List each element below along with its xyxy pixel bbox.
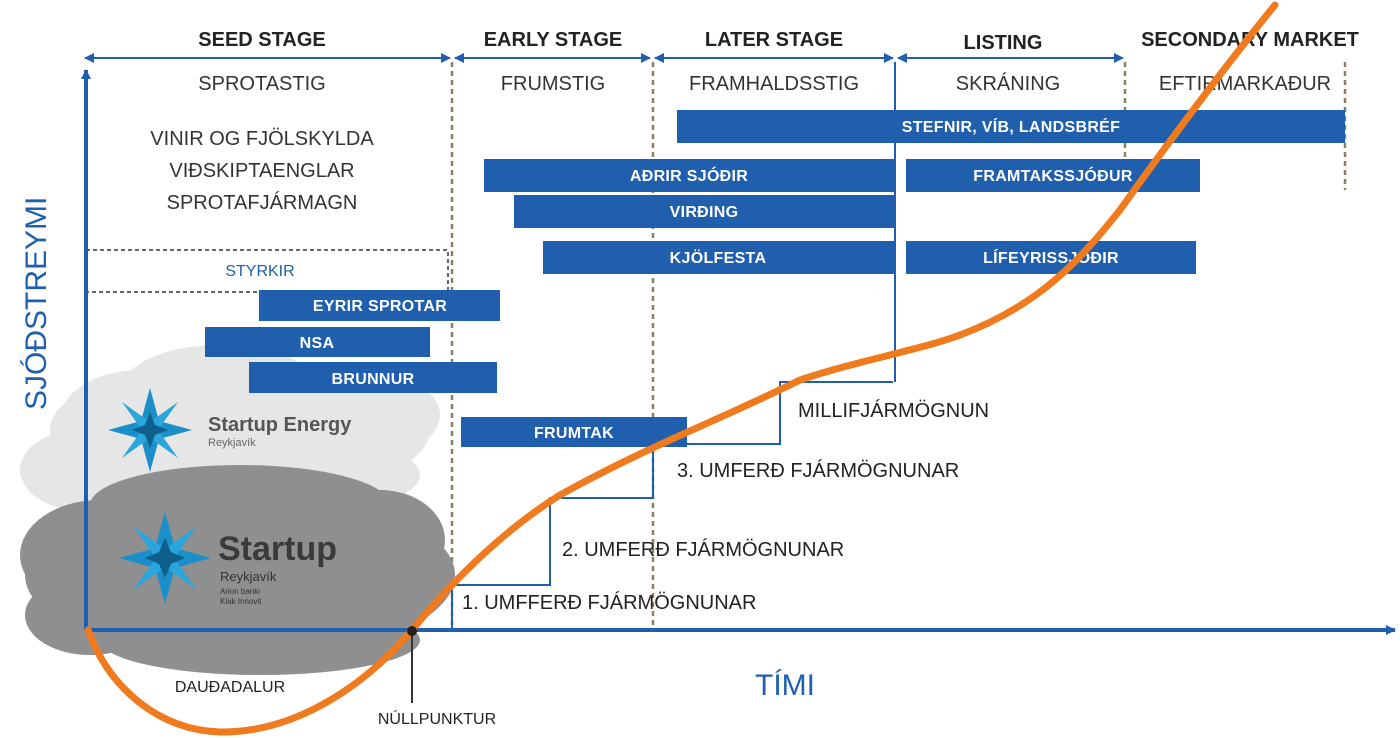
startup-partner-klak: Klak Innovit	[220, 597, 262, 606]
bar-eyrir-label: EYRIR SPROTAR	[313, 298, 447, 315]
bar-brunnur-label: BRUNNUR	[332, 371, 415, 388]
stage-headings: SEED STAGE SPROTASTIG EARLY STAGE FRUMST…	[198, 29, 1359, 95]
bar-adrir-label: AÐRIR SJÓÐIR	[630, 166, 748, 185]
bar-lifeyrissjodir: LÍFEYRISSJÓÐIR	[906, 241, 1196, 274]
funding-bars: STEFNIR, VÍB, LANDSBRÉF AÐRIR SJÓÐIR FRA…	[205, 110, 1345, 447]
clouds: Startup Energy Reykjavík Startup Reykjav…	[20, 345, 455, 675]
bar-nsa: NSA	[205, 327, 430, 357]
round-labels: 1. UMFFERÐ FJÁRMÖGNUNAR 2. UMFERÐ FJÁRMÖ…	[462, 399, 989, 614]
bar-lifeyris-label: LÍFEYRISSJÓÐIR	[983, 248, 1119, 267]
grants-label: STYRKIR	[225, 263, 294, 280]
bar-virding-label: VIRÐING	[670, 204, 739, 221]
funding-round-steps	[451, 381, 893, 630]
stage-later-is: FRAMHALDSSTIG	[689, 73, 859, 95]
startup-logo-sub: Reykjavík	[220, 569, 277, 584]
bar-kjolfesta-label: KJÖLFESTA	[670, 248, 767, 267]
startup-partner-arion: Arion banki	[220, 587, 260, 596]
bar-nsa-label: NSA	[300, 335, 335, 352]
bar-virding: VIRÐING	[514, 195, 894, 228]
stage-secondary-is: EFTIRMARKAÐUR	[1159, 73, 1331, 95]
bar-stefnir: STEFNIR, VÍB, LANDSBRÉF	[677, 110, 1345, 143]
breakeven-dot	[407, 626, 417, 636]
axes: SJÓÐSTREYMI TÍMI	[20, 69, 1396, 702]
bar-kjolfesta: KJÖLFESTA	[543, 241, 894, 274]
startup-reykjavik-logo: Startup Reykjavík Arion banki Klak Innov…	[119, 512, 337, 606]
energy-logo-name: Startup Energy	[208, 414, 352, 436]
seed-source-seed-capital: SPROTAFJÁRMAGN	[167, 191, 358, 214]
stage-listing-is: SKRÁNING	[956, 72, 1060, 95]
bar-frumtak: FRUMTAK	[461, 417, 687, 447]
bar-adrir-sjodir: AÐRIR SJÓÐIR	[484, 159, 894, 192]
round-3-label: 3. UMFERÐ FJÁRMÖGNUNAR	[677, 459, 959, 482]
mezzanine-label: MILLIFJÁRMÖGNUN	[798, 399, 989, 422]
stage-listing-en: LISTING	[964, 32, 1043, 54]
startup-energy-logo: Startup Energy Reykjavík	[108, 388, 352, 472]
seed-source-friends: VINIR OG FJÖLSKYLDA	[150, 128, 374, 150]
bar-frumtak-label: FRUMTAK	[534, 425, 614, 442]
stage-early-en: EARLY STAGE	[484, 29, 623, 51]
x-axis-label: TÍMI	[755, 669, 815, 702]
breakeven-label: NÚLLPUNKTUR	[378, 709, 496, 728]
startup-logo-name: Startup	[218, 530, 337, 568]
bar-eyrir-sprotar: EYRIR SPROTAR	[259, 290, 500, 321]
death-valley-label: DAUÐADALUR	[175, 679, 285, 696]
curve-annotations: DAUÐADALUR NÚLLPUNKTUR	[175, 626, 496, 728]
seed-source-angels: VIÐSKIPTAENGLAR	[169, 160, 354, 182]
round-1-label: 1. UMFFERÐ FJÁRMÖGNUNAR	[462, 591, 756, 614]
round-step-line	[451, 381, 893, 630]
bar-stefnir-label: STEFNIR, VÍB, LANDSBRÉF	[902, 117, 1120, 136]
startup-star-icon	[119, 512, 211, 604]
stage-early-is: FRUMSTIG	[501, 73, 605, 95]
stage-later-en: LATER STAGE	[705, 29, 843, 51]
energy-logo-sub: Reykjavík	[208, 437, 256, 449]
energy-star-icon	[108, 388, 192, 472]
bar-brunnur: BRUNNUR	[249, 362, 497, 393]
cash-flow-curve	[84, 1, 1279, 736]
stage-seed-is: SPROTASTIG	[198, 73, 325, 95]
stage-seed-en: SEED STAGE	[198, 29, 325, 51]
seed-sources: VINIR OG FJÖLSKYLDA VIÐSKIPTAENGLAR SPRO…	[150, 128, 374, 214]
bar-framtak-label: FRAMTAKSSJÓÐUR	[973, 166, 1133, 185]
y-axis-label: SJÓÐSTREYMI	[20, 197, 53, 410]
grants-box: STYRKIR	[85, 249, 449, 293]
round-2-label: 2. UMFERÐ FJÁRMÖGNUNAR	[562, 538, 844, 561]
